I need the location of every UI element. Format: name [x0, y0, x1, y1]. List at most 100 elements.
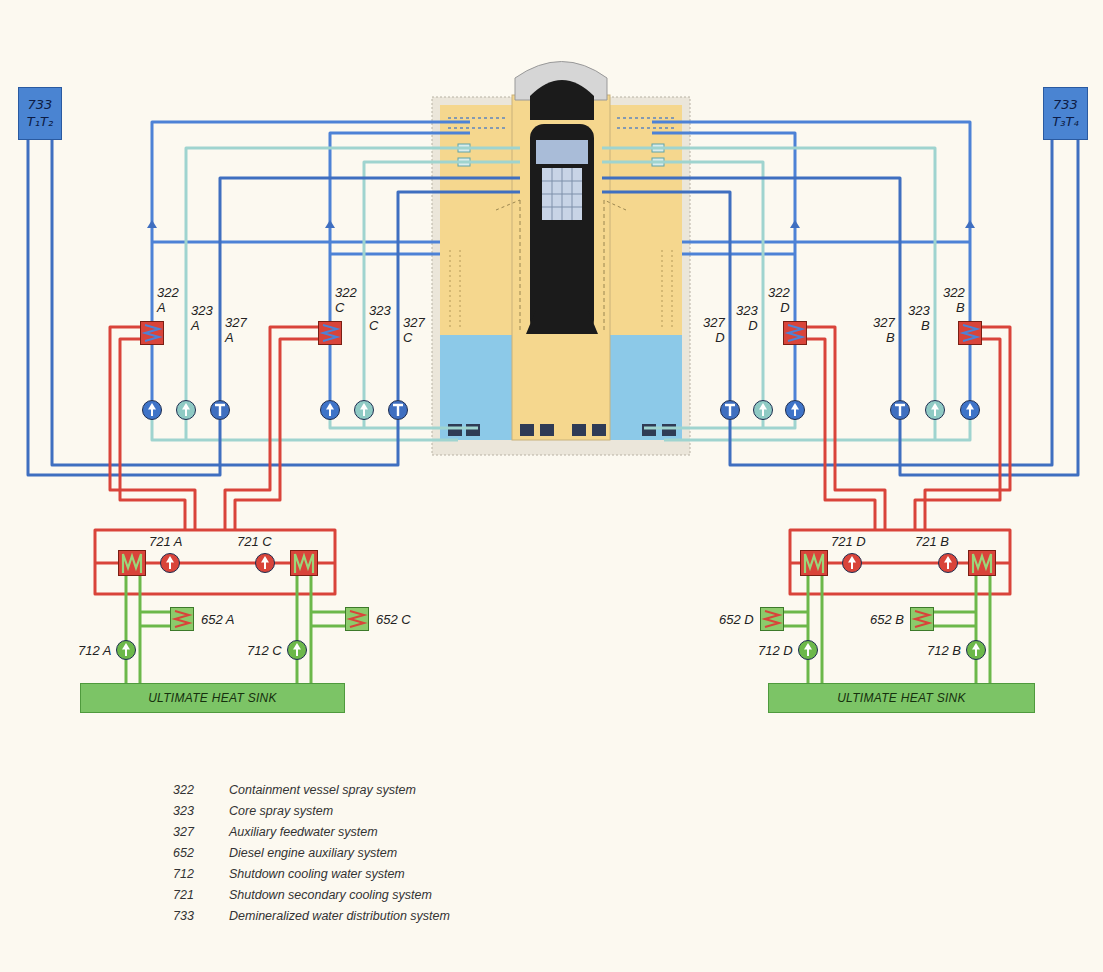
legend-text: Core spray system [228, 804, 334, 819]
core-spray-pipe [602, 148, 935, 400]
legend-number: 733 [172, 909, 195, 924]
pump-symbol [256, 554, 275, 573]
callout-number: 712 A [77, 643, 113, 658]
callout-number: 721 B [914, 534, 950, 549]
pump-symbol [117, 641, 136, 660]
callout-number: 712 B [926, 643, 962, 658]
spray-pipe [152, 122, 970, 400]
system-label: 323 A [190, 303, 214, 333]
reactor-building [432, 62, 690, 456]
secondary-cooling-pipe [807, 327, 885, 530]
callout-number: 712 D [757, 643, 794, 658]
reactor-building [536, 140, 588, 164]
reactor-building [520, 424, 534, 436]
reactor-building [572, 424, 586, 436]
legend-text: Demineralized water distribution system [228, 909, 451, 924]
feedwater-pipe [602, 178, 900, 400]
flow-arrow [147, 220, 975, 228]
reactor-building [642, 424, 656, 436]
reactor-building [542, 168, 582, 220]
reactor-building [520, 200, 604, 330]
pump-symbol [177, 401, 196, 420]
pump-symbol [786, 401, 805, 420]
cooling-water-pipe [126, 576, 990, 683]
reactor-building [526, 310, 598, 334]
legend-number: 721 [172, 888, 195, 903]
core-spray-pipe [185, 419, 188, 440]
cooling-water-pipe [310, 576, 313, 683]
flow-arrow [790, 220, 800, 228]
reactor-building [466, 424, 480, 436]
node-text: ULTIMATE HEAT SINK [148, 691, 277, 705]
system-label: 327 C [402, 315, 426, 345]
reactor-building [450, 250, 672, 330]
cooling-water-pipe [125, 576, 128, 683]
reactor-building [610, 335, 682, 440]
core-spray-pipe [363, 419, 366, 428]
cooling-water-pipe [140, 625, 170, 628]
cooling-water-pipe [989, 576, 992, 683]
callout-number: 721 A [148, 534, 184, 549]
callout-number: 652 A [200, 612, 236, 627]
node-text: 733 [1053, 97, 1078, 114]
feedwater-pipe [28, 140, 220, 475]
feedwater-pipe [398, 192, 520, 400]
system-label: 323 B [907, 303, 931, 333]
node-text: ULTIMATE HEAT SINK [837, 691, 966, 705]
secondary-cooling-pipe [225, 327, 318, 530]
node-text: T₃T₄ [1052, 114, 1078, 131]
heat-exchanger-symbol [969, 551, 996, 576]
cooling-water-pipe [139, 576, 142, 683]
heat-sink-band: ULTIMATE HEAT SINK [768, 683, 1035, 713]
legend-text: Shutdown cooling water system [228, 867, 406, 882]
reactor-building [440, 335, 512, 440]
pump-symbol [117, 401, 986, 660]
pump-symbol [843, 554, 862, 573]
secondary-cooling-pipe [95, 530, 335, 594]
heat-exchanger-symbol [801, 551, 828, 576]
heat-exchanger-symbol [911, 608, 934, 631]
pump-symbol [288, 641, 307, 660]
secondary-cooling-pipe [110, 327, 195, 530]
reactor-building [542, 168, 582, 220]
callout-number: 721 D [830, 534, 867, 549]
flow-arrow [147, 220, 157, 228]
heat-exchanger-symbol [784, 322, 807, 345]
system-label: 327 B [872, 315, 896, 345]
pump-symbol [939, 554, 958, 573]
core-spray-pipe [364, 162, 520, 400]
pump-symbol [355, 401, 374, 420]
cooling-water-pipe [784, 625, 808, 628]
reactor-building [448, 424, 676, 436]
callout-number: 652 D [718, 612, 755, 627]
secondary-cooling-pipe [807, 339, 875, 530]
core-spray-pipe [934, 419, 937, 440]
core-spray-pipe [644, 419, 795, 428]
pump-symbol [754, 401, 773, 420]
system-label: 327 A [224, 315, 248, 345]
spray-pipe [152, 122, 470, 400]
flow-arrow [325, 220, 335, 228]
system-label: 327 D [702, 315, 726, 345]
legend-text: Auxiliary feedwater system [228, 825, 379, 840]
legend-number: 712 [172, 867, 195, 882]
legend-number: 652 [172, 846, 195, 861]
feedwater-pipe [730, 140, 1052, 465]
legend-text: Containment vessel spray system [228, 783, 417, 798]
cooling-water-pipe [934, 625, 976, 628]
cooling-water-pipe [821, 576, 824, 683]
cooling-water-pipe [784, 611, 808, 614]
cooling-water-pipe [296, 576, 299, 683]
reactor-building [610, 105, 682, 440]
legend-number: 323 [172, 804, 195, 819]
heat-exchanger-symbol [119, 322, 996, 631]
feedwater-pipe [28, 140, 1078, 475]
legend-number: 327 [172, 825, 195, 840]
callout-number: 652 C [375, 612, 412, 627]
node-text: T₁T₂ [27, 114, 53, 131]
heat-exchanger-symbol [171, 608, 194, 631]
heat-sink-band: ULTIMATE HEAT SINK [80, 683, 345, 713]
spray-pipe [330, 133, 470, 400]
